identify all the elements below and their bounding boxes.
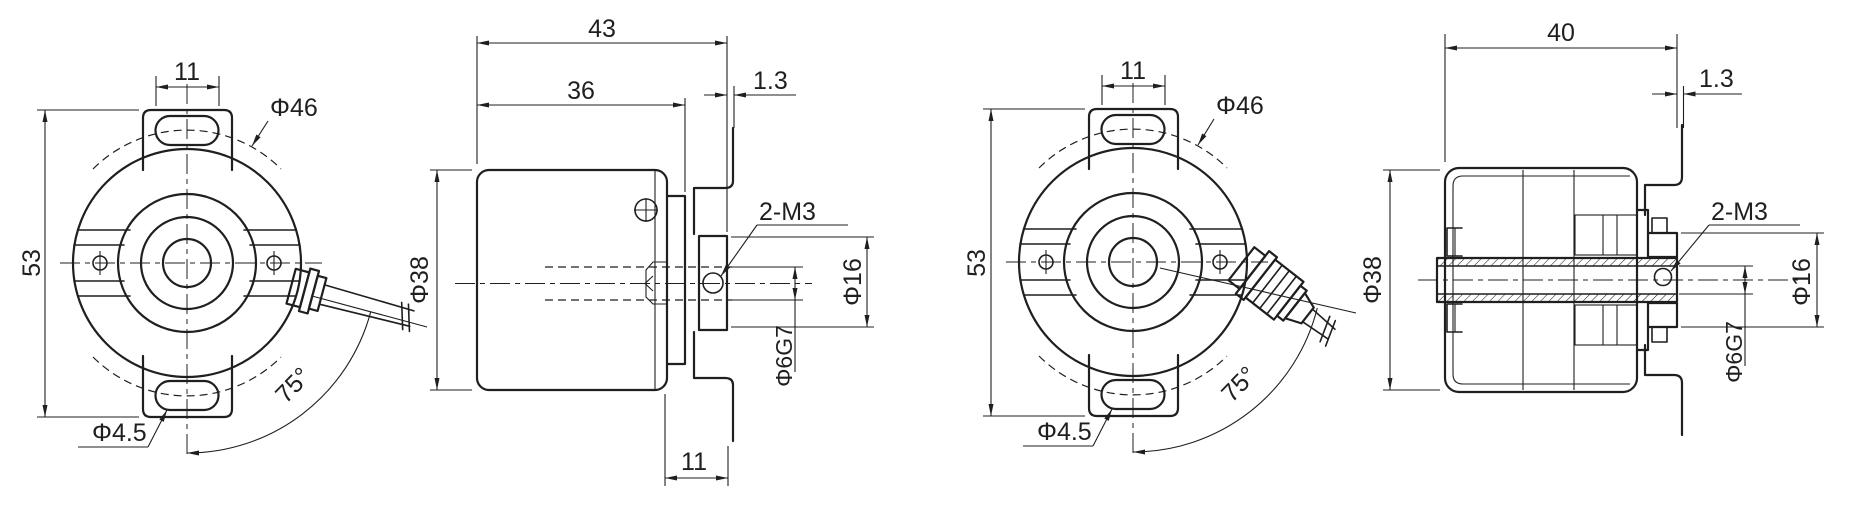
spring-clip-left — [1446, 227, 1463, 333]
shaft-tip — [645, 261, 668, 305]
dim-slot-width: 11 — [1120, 57, 1146, 85]
dim-body-dia: Φ38 — [1359, 256, 1387, 304]
angle-leg-line — [311, 295, 428, 328]
dim-plate-thickness: 1.3 — [1699, 65, 1734, 93]
cable-break-mark — [1324, 319, 1337, 347]
case-screw-icon — [634, 198, 658, 222]
cable-bottom — [318, 303, 411, 328]
mount-slot-bottom — [1100, 378, 1166, 411]
side-screw-left — [92, 251, 108, 275]
leader-line — [1197, 118, 1215, 146]
face-ring-inner — [139, 215, 235, 311]
bearing-block-top — [1574, 214, 1638, 256]
dim-body-dia: Φ38 — [406, 256, 434, 304]
dim-hub-dia: Φ16 — [1788, 258, 1816, 306]
dim-hub-dia: Φ16 — [839, 258, 867, 306]
clamp-band-lines — [1019, 228, 1247, 296]
mount-slot-bottom — [154, 379, 220, 412]
body-outline — [1017, 146, 1249, 378]
mount-tab-top — [141, 108, 234, 172]
mount-plate-bottom — [1643, 343, 1684, 437]
mount-tab-bottom — [1087, 353, 1180, 418]
dim-bolt-circle: Φ46 — [1216, 92, 1264, 120]
mount-slot-top — [154, 114, 220, 147]
body-outline — [475, 168, 669, 392]
face-ring-outer — [116, 192, 258, 334]
leader-line — [251, 120, 269, 147]
dim-mount-hole: Φ4.5 — [1037, 418, 1092, 446]
dim-overall-length: 40 — [1547, 19, 1575, 47]
flange-step-top — [1635, 208, 1650, 235]
connector-gland — [1227, 246, 1337, 347]
dim-overall-length: 43 — [588, 15, 616, 43]
bearing-block-bottom — [1574, 304, 1638, 346]
cable-bottom — [1301, 320, 1329, 340]
leader-line — [720, 224, 758, 277]
dim-hub-length: 11 — [681, 448, 707, 476]
mount-plate-bottom — [692, 330, 735, 443]
dim-body-length: 36 — [567, 77, 595, 105]
angle-arc — [186, 312, 372, 456]
side-screw-right — [266, 251, 282, 275]
set-screw-hole — [702, 272, 724, 294]
front-view-right: 75° 53 11 Φ46 Φ4.5 — [963, 57, 1357, 456]
cable-break-mark — [407, 303, 411, 333]
side-screw-left — [1038, 250, 1054, 274]
mount-slot-top — [1100, 113, 1166, 146]
dim-overall-height: 53 — [963, 249, 991, 277]
hub-collar — [1646, 217, 1679, 343]
dim-set-screws: 2-M3 — [759, 198, 816, 226]
bolt-circle-arc-bottom — [92, 356, 282, 397]
cable-break-mark — [400, 301, 404, 331]
mount-tab-bottom — [141, 354, 234, 419]
cable-break-mark — [1319, 315, 1331, 343]
dim-bore-dia: Φ6G7 — [1721, 321, 1747, 383]
face-ring-inner — [1085, 214, 1181, 310]
cable-gland — [285, 267, 415, 333]
dim-bolt-circle: Φ46 — [270, 94, 318, 122]
face-ring-outer — [1062, 191, 1204, 333]
cable-top — [323, 284, 415, 312]
mount-plate-top — [1643, 123, 1684, 217]
set-screw-hole — [1653, 267, 1673, 287]
angle-leg-line — [1159, 267, 1357, 314]
hub-collar — [697, 234, 729, 332]
dim-bore-dia: Φ6G7 — [771, 325, 797, 387]
bolt-circle-arc-top — [1038, 128, 1228, 169]
mount-tab-top — [1087, 107, 1180, 171]
body-outline — [71, 147, 303, 379]
case-inner-wall — [1452, 175, 1630, 385]
hollow-shaft — [1435, 256, 1679, 304]
case-outline — [1443, 166, 1639, 394]
shaft-tip-notch — [644, 275, 654, 292]
dim-mount-hole: Φ4.5 — [92, 419, 147, 447]
shaft-bore — [161, 237, 213, 289]
side-view-left: 43 36 1.3 Φ38 2-M3 Φ16 Φ6G7 11 — [406, 15, 874, 486]
leader-line — [147, 409, 168, 448]
flange-step-bottom — [1635, 325, 1650, 352]
flange-step — [665, 194, 687, 366]
angle-arc — [1132, 307, 1318, 455]
bolt-circle-arc-bottom — [1038, 355, 1228, 396]
side-screw-right — [1212, 250, 1228, 274]
leader-line — [1092, 408, 1113, 447]
shaft-bore — [1107, 236, 1159, 288]
dim-set-screws: 2-M3 — [1711, 198, 1768, 226]
mount-plate-top — [692, 126, 735, 236]
dim-overall-height: 53 — [18, 249, 46, 277]
bolt-circle-arc-top — [92, 129, 282, 170]
dim-plate-thickness: 1.3 — [753, 67, 788, 95]
section-view-right: 40 1.3 Φ38 2-M3 Φ16 Φ6G7 — [1359, 19, 1824, 437]
dim-slot-width: 11 — [174, 58, 200, 86]
